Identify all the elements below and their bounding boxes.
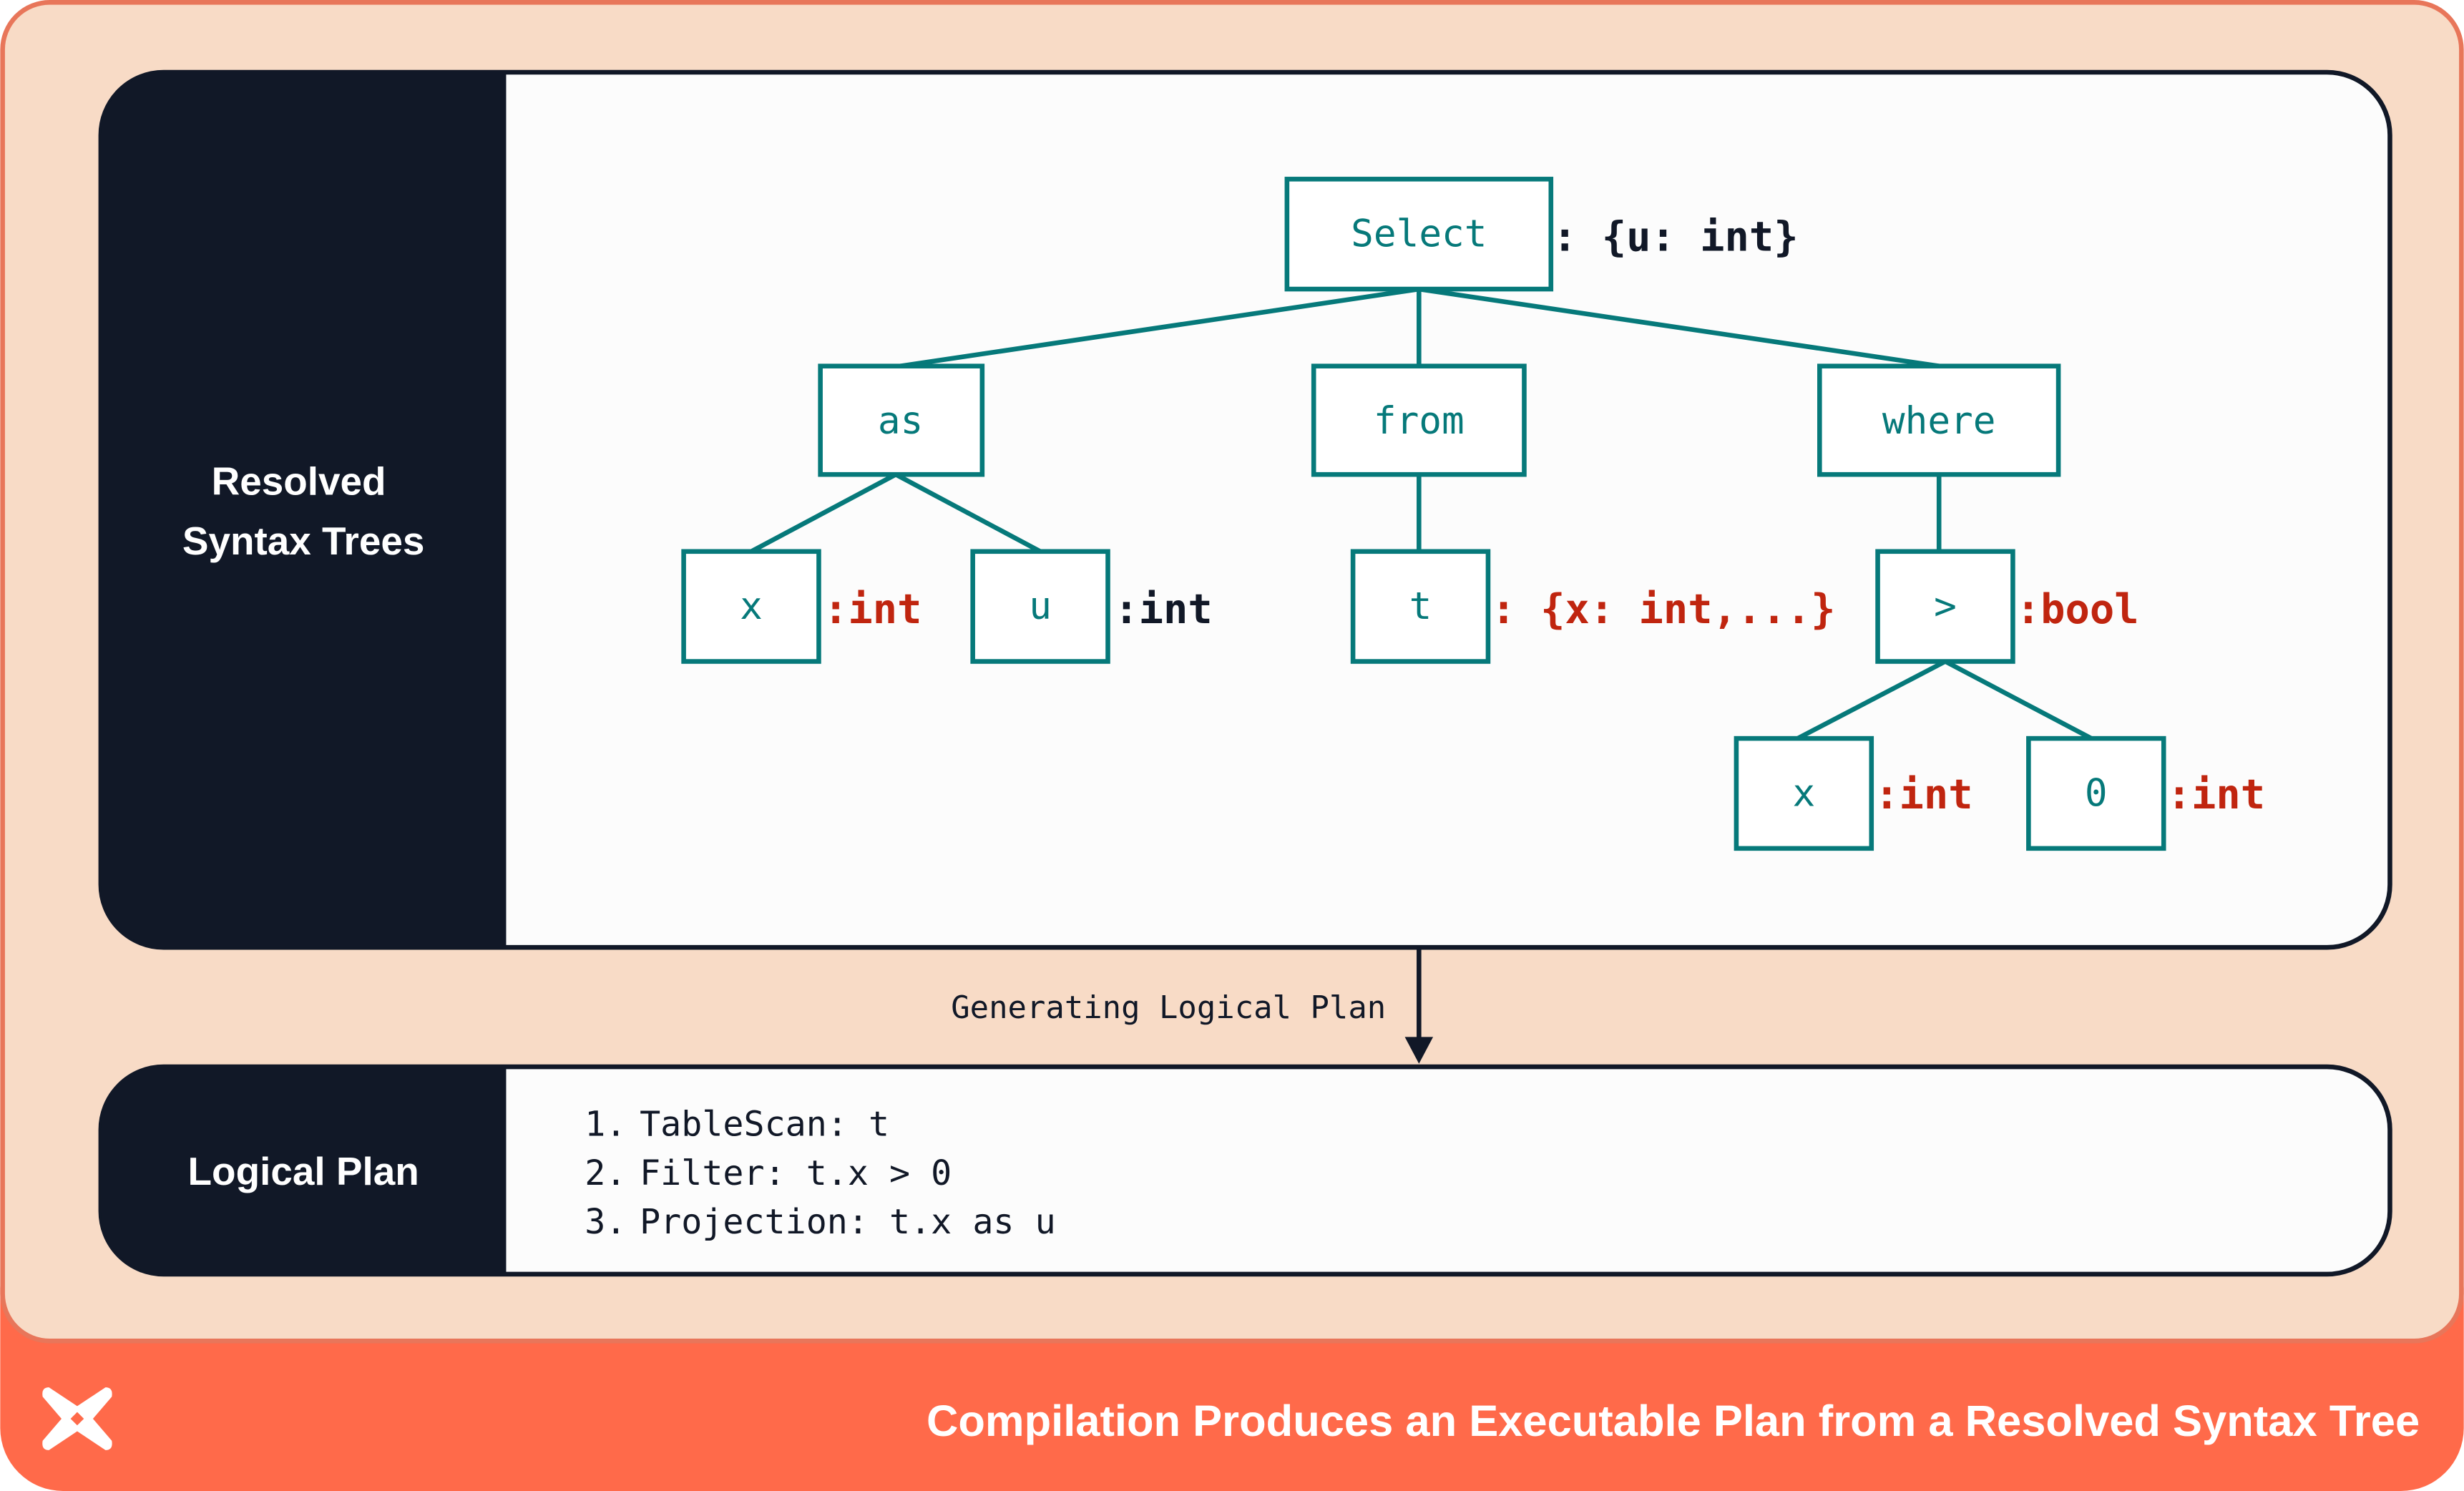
svg-text:u: u (1029, 585, 1052, 628)
svg-text:Select: Select (1351, 212, 1487, 256)
svg-text:>: > (1934, 585, 1957, 628)
type-t: : {x: int,...} (1491, 586, 1835, 633)
node-zero: 0 (2026, 735, 2166, 851)
arrow-label: Generating Logical Plan (951, 989, 1386, 1026)
type-select: : {u: int} (1553, 214, 1799, 261)
type-x-cond: :int (1874, 771, 1972, 818)
svg-text:where: where (1882, 399, 1996, 443)
node-where: where (1817, 363, 2061, 477)
svg-text:x: x (740, 585, 763, 628)
type-u: :int (1114, 586, 1212, 633)
type-x: :int (823, 586, 921, 633)
svg-text:from: from (1374, 399, 1465, 443)
type-greater-than: :bool (2016, 586, 2139, 633)
node-x: x (681, 549, 821, 664)
node-select: Select (1284, 177, 1554, 292)
node-greater-than: > (1875, 549, 2015, 664)
logical-plan-card: Logical Plan 1. TableScan: t 2. Filter: … (98, 1064, 2392, 1277)
node-u: u (970, 549, 1110, 664)
node-t: t (1350, 549, 1491, 664)
tree-edges (750, 286, 2093, 741)
dbt-logo-icon (42, 1387, 112, 1450)
svg-text:t: t (1409, 585, 1432, 628)
node-x-cond: x (1734, 735, 1874, 851)
node-as: as (818, 363, 985, 477)
generate-arrow: Generating Logical Plan (951, 947, 1434, 1064)
svg-text:0: 0 (2085, 771, 2108, 815)
plan-step-text: Projection: t.x as u (640, 1202, 1056, 1242)
plan-step-num: 3. (585, 1202, 626, 1242)
plan-step-num: 2. (585, 1153, 626, 1193)
syntax-panel-label-2: Syntax Trees (182, 519, 425, 563)
node-from: from (1311, 363, 1527, 477)
svg-text:x: x (1792, 771, 1815, 815)
type-zero: :int (2167, 771, 2265, 818)
svg-text:as: as (878, 399, 923, 443)
footer-caption: Compilation Produces an Executable Plan … (927, 1397, 2420, 1446)
plan-step-num: 1. (585, 1105, 626, 1145)
plan-panel-label: Logical Plan (188, 1149, 419, 1193)
plan-step-text: TableScan: t (640, 1105, 889, 1145)
plan-step-text: Filter: t.x > 0 (640, 1153, 952, 1193)
syntax-panel-label-1: Resolved (212, 459, 386, 504)
